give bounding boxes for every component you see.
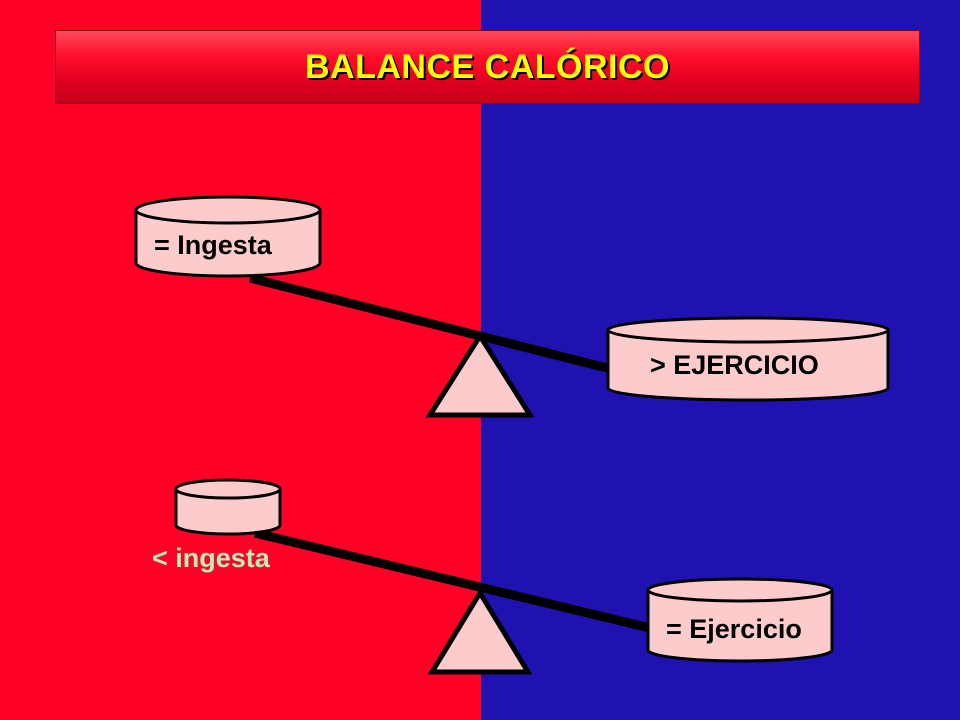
scale-top — [134, 195, 890, 418]
scale-top-left-container — [134, 195, 322, 278]
ingesta-equal-label: = Ingesta — [154, 230, 272, 260]
scale-top-beam — [248, 273, 617, 375]
scale-top-fulcrum — [425, 331, 535, 418]
ejercicio-greater-label: > EJERCICIO — [650, 350, 819, 380]
scale-bottom-beam — [253, 528, 652, 633]
title-banner: BALANCE CALÓRICO — [55, 30, 920, 104]
left-background-panel — [0, 0, 481, 720]
scale-bottom — [174, 478, 834, 675]
scale-bottom-fulcrum — [427, 588, 533, 675]
ingesta-less-label: < ingesta — [152, 543, 270, 573]
scale-bottom-left-container — [174, 478, 282, 536]
ejercicio-equal-label: = Ejercicio — [666, 614, 802, 644]
scale-top-right-container — [606, 316, 890, 402]
scale-bottom-right-container — [646, 577, 834, 663]
page-title: BALANCE CALÓRICO — [305, 47, 670, 86]
